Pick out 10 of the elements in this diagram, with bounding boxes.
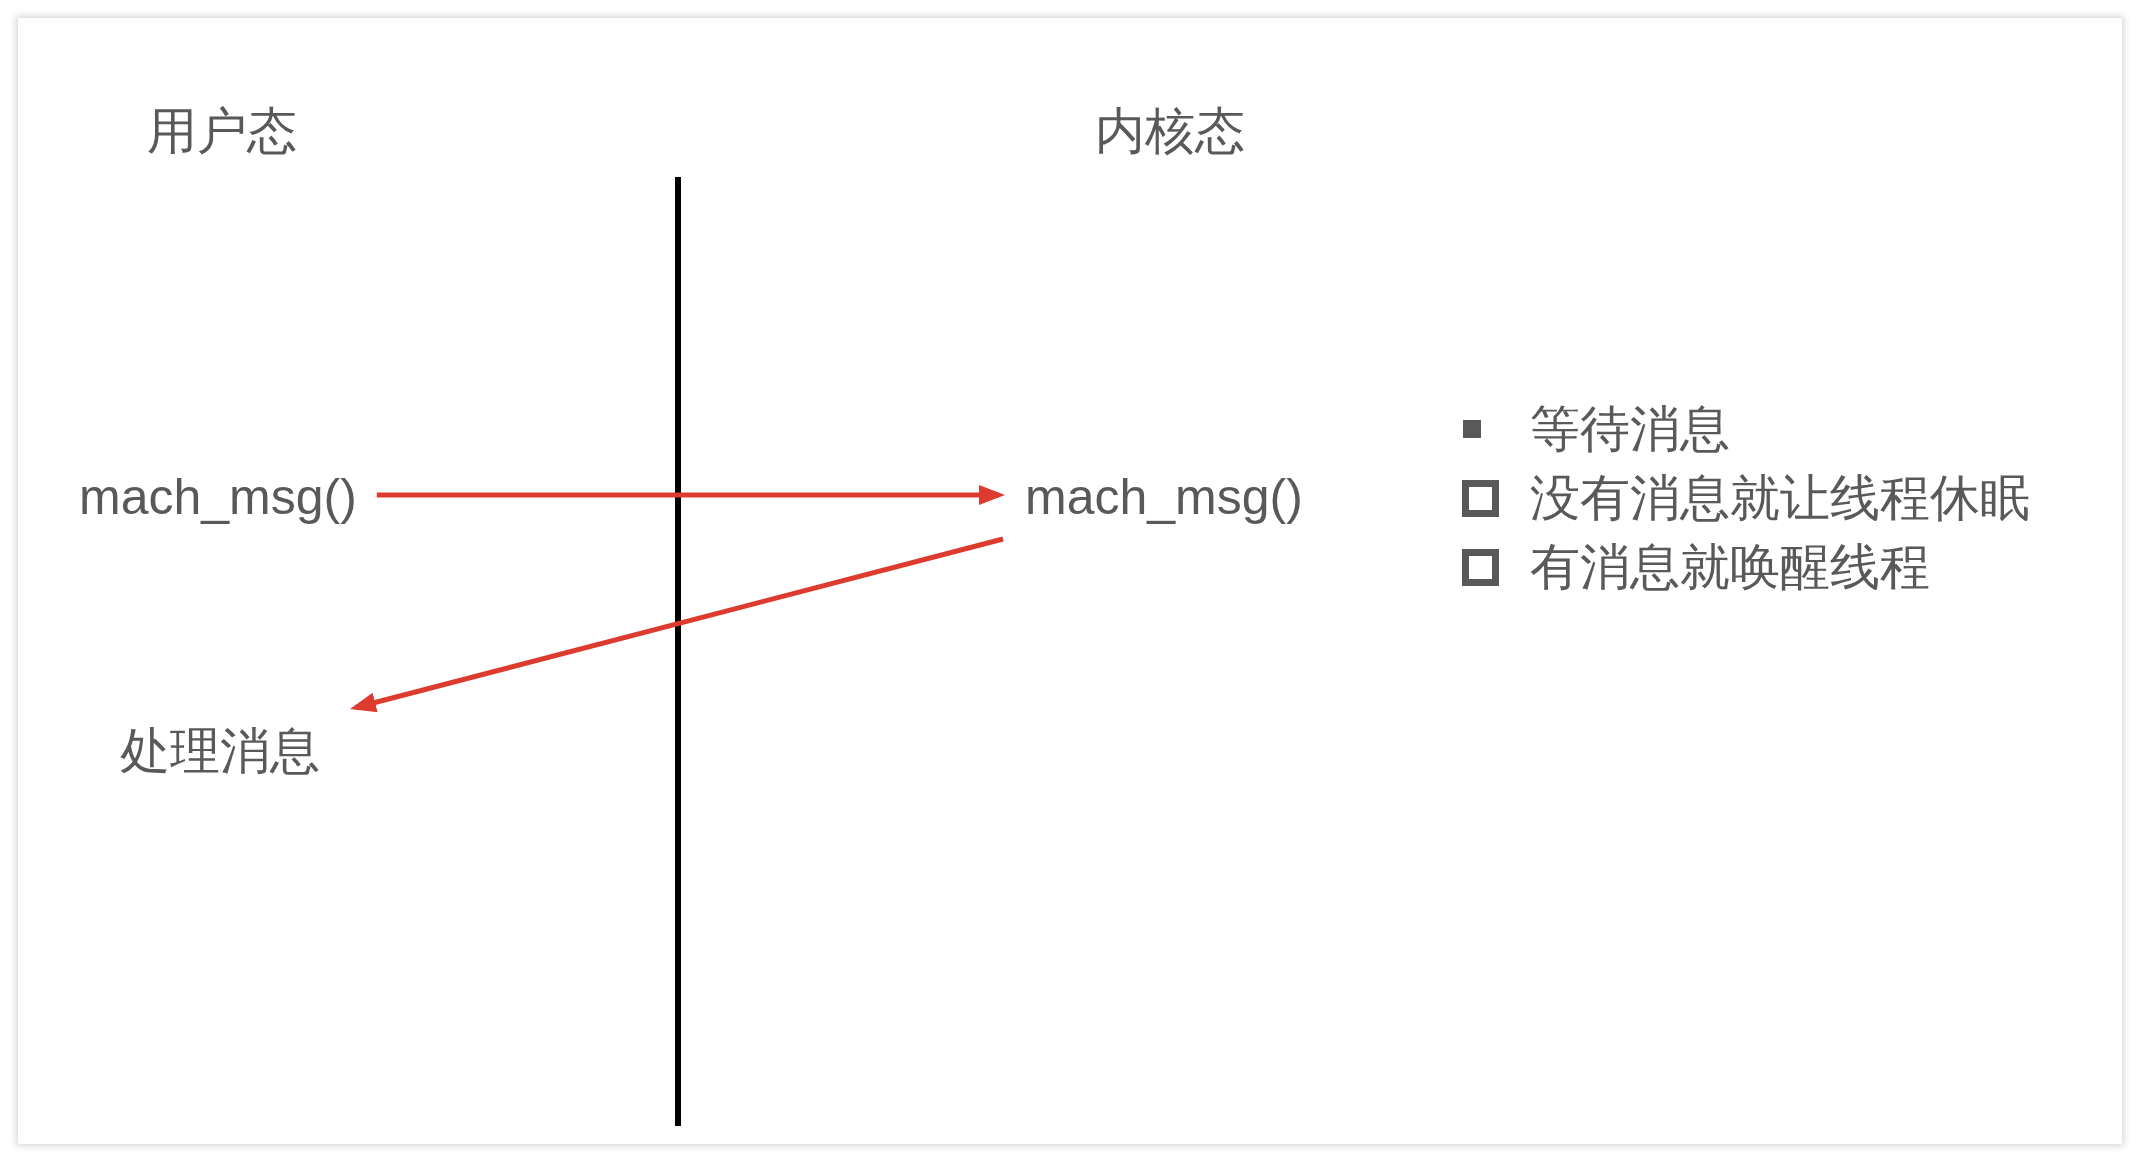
arrow (350, 536, 1004, 713)
arrow (376, 485, 1005, 505)
list-item-text: 没有消息就让线程休眠 (1530, 469, 2030, 528)
column-heading: 内核态 (1095, 102, 1245, 161)
list-item-text: 有消息就唤醒线程 (1530, 538, 1930, 597)
list-item-text: 等待消息 (1530, 400, 1730, 459)
step-label: 处理消息 (120, 721, 320, 781)
function-label: mach_msg() (1025, 467, 1303, 527)
function-label: mach_msg() (79, 467, 357, 527)
column-heading: 用户态 (147, 102, 297, 161)
